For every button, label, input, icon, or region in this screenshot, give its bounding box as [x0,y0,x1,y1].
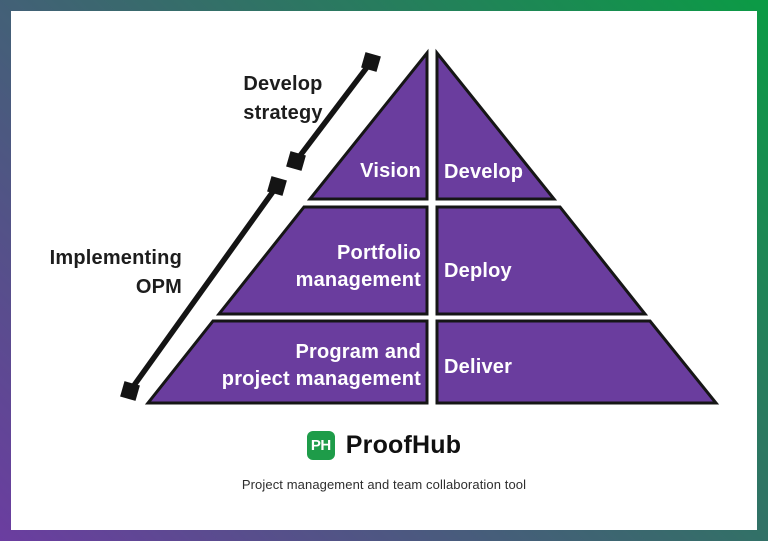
proofhub-logo-icon: PH [306,431,335,460]
deliver-label: Deliver [444,356,513,378]
portfolio-management-label: Portfolio management [295,242,421,291]
program-project-management-label: Program and project management [221,341,421,390]
pyramid-cell-develop [435,48,558,201]
implementing-opm-label: Implementing OPM [49,247,182,298]
vision-label: Vision [360,160,421,182]
develop-label: Develop [444,161,524,183]
pyramid-cell-deliver [435,319,720,405]
pyramid-cell-deploy [435,205,649,316]
pyramid-cell-program [144,319,429,405]
deploy-label: Deploy [444,260,512,282]
pyramid-cells [144,48,720,405]
pyramid-cell-portfolio [215,205,429,316]
proofhub-logo: PH ProofHub [0,431,768,460]
pyramid-cell-vision [306,48,429,201]
develop-strategy-label: Develop strategy [243,73,323,124]
annotation-endpoint-markers [120,52,381,401]
develop-strategy-line [293,60,374,163]
implementing-opm-line [127,184,280,393]
brand-name: ProofHub [345,431,462,459]
endpoint-square-icon [120,381,140,401]
endpoint-square-icon [267,176,287,196]
endpoint-square-icon [361,52,381,72]
endpoint-square-icon [286,151,306,171]
brand-tagline: Project management and team collaboratio… [241,477,527,492]
annotation-lines [127,60,374,393]
